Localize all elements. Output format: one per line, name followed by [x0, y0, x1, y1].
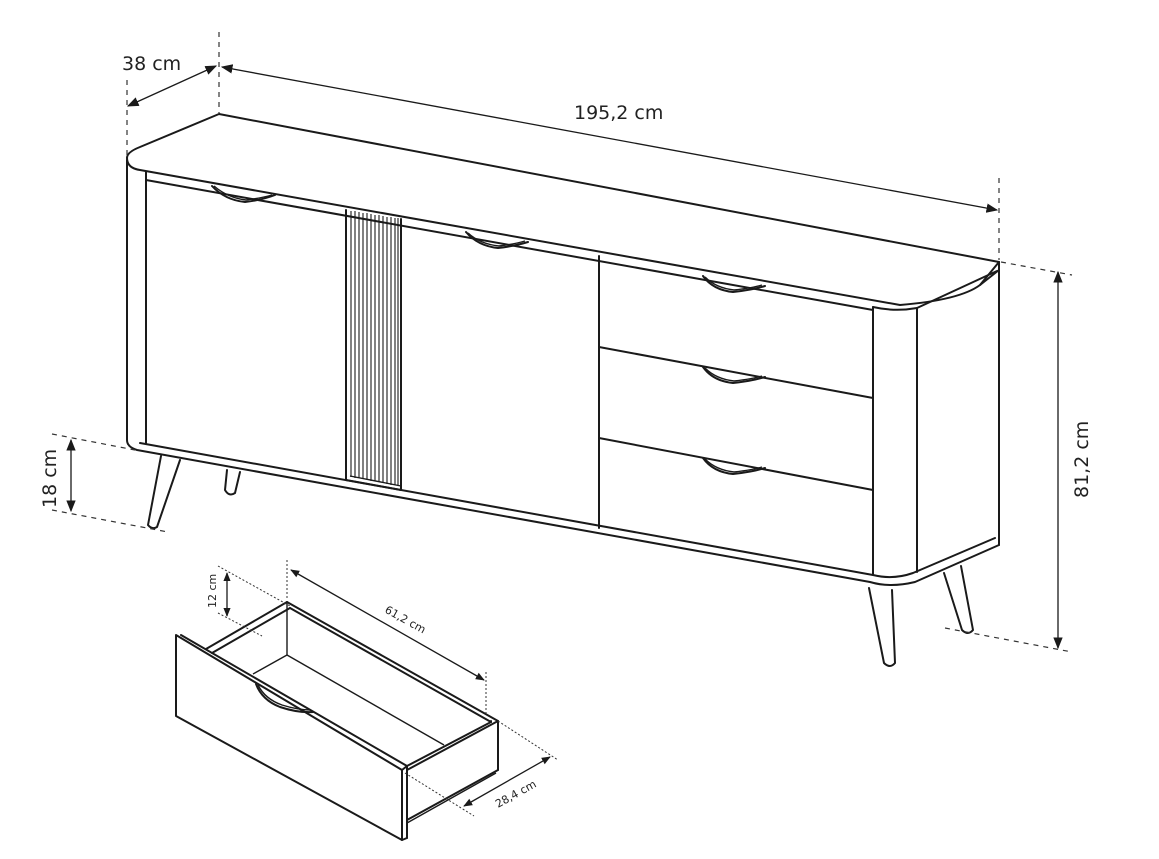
- sideboard-top: [126, 113, 1000, 306]
- drawer-depth-label: 28,4 cm: [493, 778, 538, 811]
- drawer-1-handle: [702, 275, 766, 293]
- center-door: [465, 231, 600, 529]
- drawer-detail: 12 cm 61,2 cm 28,4 cm: [175, 560, 559, 841]
- dimension-width: 195,2 cm: [220, 64, 1000, 260]
- dimension-leg-height: 18 cm: [39, 433, 169, 533]
- drawer-3-handle: [702, 457, 766, 475]
- fluted-panel: [345, 209, 402, 491]
- drawer-2-handle: [702, 366, 766, 384]
- drawer-height-label: 12 cm: [206, 574, 219, 608]
- legs: [147, 455, 974, 667]
- drawer-stack: [598, 275, 874, 491]
- sideboard: [126, 113, 1000, 667]
- drawer-length-label: 61,2 cm: [383, 603, 428, 636]
- leg-height-label: 18 cm: [39, 449, 61, 508]
- dimension-height: 81,2 cm: [944, 261, 1093, 653]
- height-label: 81,2 cm: [1071, 421, 1093, 498]
- depth-label: 38 cm: [122, 53, 181, 75]
- width-label: 195,2 cm: [574, 102, 663, 124]
- dimension-depth: 38 cm: [122, 32, 220, 155]
- sideboard-front-panel: [126, 159, 1000, 586]
